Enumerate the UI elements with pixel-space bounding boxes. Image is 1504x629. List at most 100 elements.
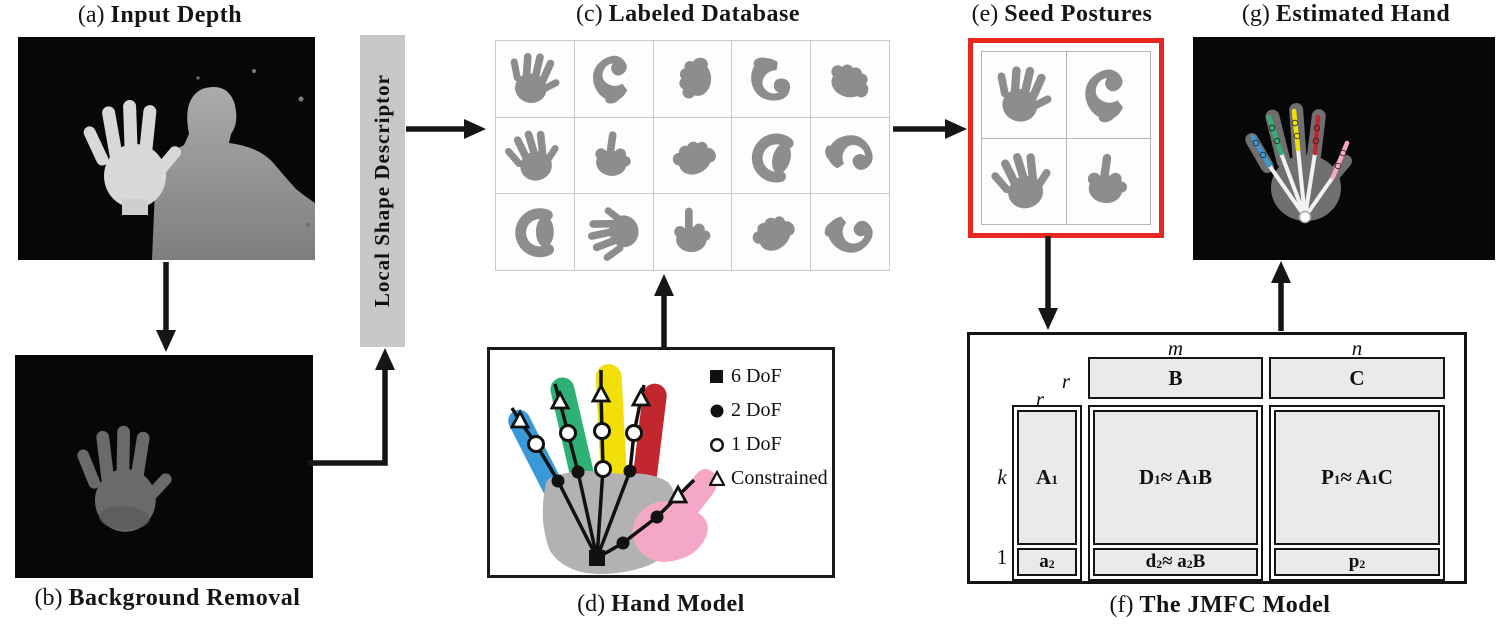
depth-scene	[18, 37, 315, 260]
arrow-b-to-descriptor	[308, 348, 395, 466]
dim-label-r-left: r	[1035, 387, 1045, 411]
input-depth-image	[18, 37, 315, 260]
segmented-hand-silhouette	[77, 425, 172, 532]
hand-pose-thumbnail	[811, 194, 889, 270]
legend-label: Constrained	[731, 466, 828, 489]
finger-bones	[1250, 108, 1350, 180]
finger-joints	[1252, 119, 1347, 170]
legend-item-2dof: 2 DoF	[709, 393, 828, 427]
index-finger	[632, 383, 667, 490]
hand-pose-thumbnail	[1066, 138, 1150, 224]
caption-estimated-hand: (g)Estimated Hand	[1196, 1, 1496, 28]
caption-background-removal: (b)Background Removal	[0, 585, 335, 612]
filled-square-icon	[710, 370, 723, 383]
hand-pose-thumbnail	[732, 41, 811, 117]
caption-index-f: (f)	[1109, 592, 1134, 618]
arrow-database-to-seeds	[893, 119, 967, 139]
legend-item-6dof: 6 DoF	[709, 359, 828, 393]
caption-index-a: (a)	[77, 2, 105, 28]
arrow-seeds-to-jmfc	[1038, 236, 1058, 330]
caption-index-b: (b)	[34, 585, 63, 611]
seed-postures-grid	[981, 51, 1151, 225]
hand-pose-thumbnail	[982, 52, 1066, 138]
caption-title-f: The JMFC Model	[1139, 592, 1331, 618]
hand-pose-thumbnail	[811, 117, 889, 194]
hand-model-drawing	[508, 364, 718, 575]
dim-label-k: k	[997, 465, 1007, 489]
hand-pose-thumbnail	[811, 41, 889, 117]
dof-legend: 6 DoF 2 DoF 1 DoF Constrained	[709, 359, 828, 495]
dim-label-r-top: r	[1061, 369, 1071, 393]
local-shape-descriptor-label: Local Shape Descriptor	[370, 74, 394, 308]
metacarpal-bones	[1267, 147, 1335, 219]
joints-1dof	[527, 422, 643, 478]
caption-jmfc-model: (f)The JMFC Model	[1000, 592, 1440, 619]
legend-label: 2 DoF	[731, 398, 782, 421]
caption-title-b: Background Removal	[68, 585, 301, 611]
person-silhouette	[152, 69, 315, 260]
hand-pose-thumbnail	[653, 41, 732, 117]
hand-pose-thumbnail	[982, 138, 1066, 224]
matrix-block-B: B	[1088, 357, 1263, 399]
caption-index-g: (g)	[1241, 1, 1270, 27]
arrow-handmodel-to-database	[654, 274, 674, 350]
dim-label-m: m	[1167, 336, 1184, 360]
caption-index-d: (d)	[577, 591, 606, 617]
hand-pose-thumbnail	[496, 41, 574, 117]
caption-title-c: Labeled Database	[608, 1, 800, 27]
hand-pose-thumbnail	[1066, 52, 1150, 138]
local-shape-descriptor-box: Local Shape Descriptor	[360, 35, 405, 347]
hand-pose-thumbnail	[496, 117, 574, 194]
legend-item-constrained: Constrained	[709, 461, 828, 495]
hand-model-box: 6 DoF 2 DoF 1 DoF Constrained	[487, 347, 835, 578]
joints-2dof	[551, 464, 664, 550]
caption-title-g: Estimated Hand	[1275, 1, 1451, 27]
arrow-a-to-b	[156, 262, 176, 352]
hand-pose-thumbnail	[496, 194, 574, 270]
legend-label: 1 DoF	[731, 432, 782, 455]
caption-title-d: Hand Model	[611, 591, 745, 617]
estimated-hand-overlay	[1245, 103, 1352, 224]
arrow-jmfc-to-estimated	[1271, 261, 1291, 331]
dim-label-n: n	[1351, 336, 1363, 360]
labeled-database-grid	[495, 40, 890, 271]
raised-hand-silhouette	[83, 100, 181, 215]
caption-title-a: Input Depth	[110, 2, 243, 28]
caption-seed-postures: (e)Seed Postures	[942, 1, 1182, 28]
estimated-hand-image	[1193, 37, 1495, 260]
dim-label-one: 1	[996, 545, 1008, 569]
background-removal-image	[15, 355, 313, 578]
legend-item-1dof: 1 DoF	[709, 427, 828, 461]
hand-pose-thumbnail	[574, 117, 653, 194]
seed-postures-box	[968, 38, 1164, 238]
hand-pose-thumbnail	[653, 117, 732, 194]
filled-circle-icon	[710, 404, 724, 418]
wrist-joint	[1298, 210, 1312, 224]
root-joint-6dof	[589, 550, 605, 566]
hand-pose-thumbnail	[574, 41, 653, 117]
open-triangle-icon	[709, 470, 725, 486]
caption-title-e: Seed Postures	[1004, 1, 1153, 27]
legend-label: 6 DoF	[731, 364, 782, 387]
caption-hand-model: (d)Hand Model	[487, 591, 835, 618]
hand-pose-thumbnail	[732, 117, 811, 194]
estimated-hand-scene	[1193, 37, 1495, 260]
arrow-descriptor-to-database	[406, 119, 486, 139]
caption-index-e: (e)	[971, 1, 999, 27]
caption-labeled-database: (c)Labeled Database	[488, 1, 888, 28]
caption-input-depth: (a)Input Depth	[10, 2, 310, 29]
joints-constrained	[509, 383, 689, 504]
matrix-block-C: C	[1269, 357, 1445, 399]
hand-pose-thumbnail	[574, 194, 653, 270]
